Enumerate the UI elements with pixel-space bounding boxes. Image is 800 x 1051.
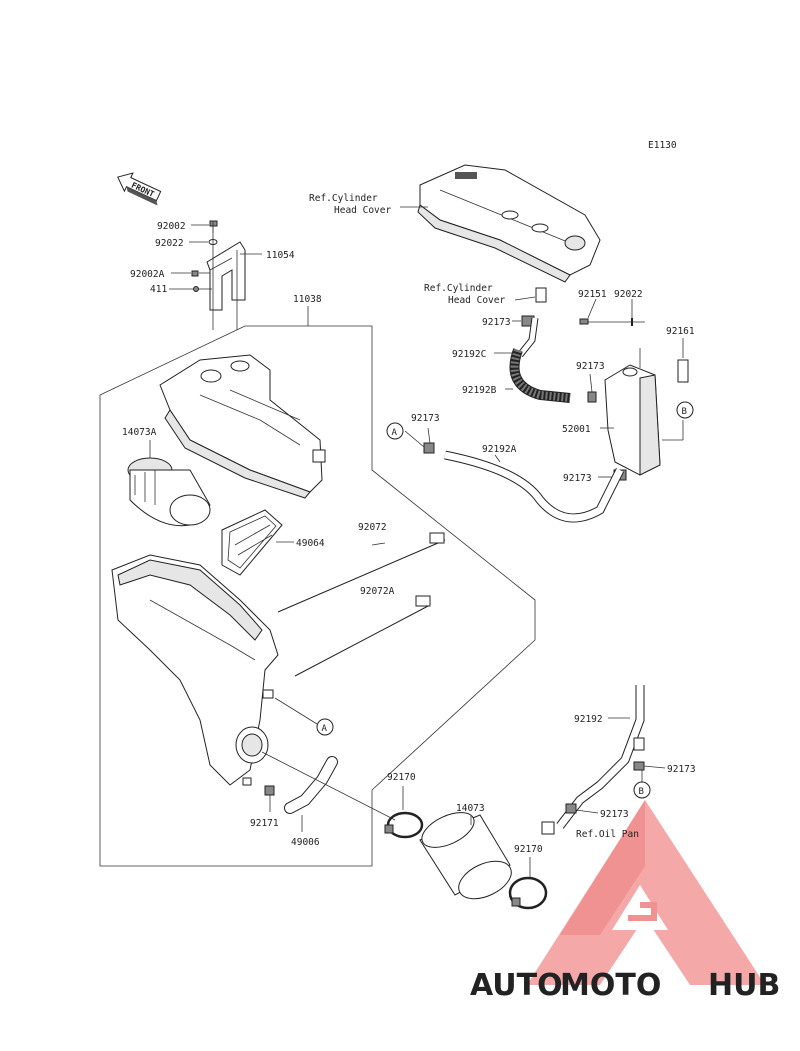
watermark-hub: HUB — [708, 968, 780, 1003]
label-92002A: 92002A — [130, 269, 165, 280]
clip-92171 — [264, 785, 275, 796]
clamp-92170-b — [508, 876, 548, 910]
front-arrow-icon: FRONT — [117, 172, 162, 206]
label-92173-c: 92173 — [411, 413, 440, 424]
separator-tank-52001 — [604, 348, 661, 476]
svg-text:B: B — [682, 407, 687, 417]
label-92173-e: 92173 — [667, 764, 696, 775]
grommet-92161 — [677, 359, 689, 383]
ref-cylinder-head-cover-2-line1: Ref.Cylinder — [424, 283, 493, 294]
band-92072 — [277, 532, 446, 613]
marker-b-lower: B — [633, 781, 651, 799]
label-92170-a: 92170 — [387, 772, 416, 783]
clip-92173-f — [565, 803, 577, 814]
hose-92192B — [509, 348, 571, 403]
ref-cylinder-head-cover-1-line1: Ref.Cylinder — [309, 193, 378, 204]
label-92072A: 92072A — [360, 586, 395, 597]
bolt-92002A — [191, 270, 199, 277]
label-92173-a: 92173 — [482, 317, 511, 328]
label-92192: 92192 — [574, 714, 603, 725]
watermark-triangle-icon — [527, 800, 765, 985]
clip-92173-b — [587, 391, 597, 403]
bracket-11054 — [206, 241, 246, 311]
label-49064: 49064 — [296, 538, 325, 549]
air-cleaner-upper-case — [159, 354, 326, 499]
label-92173-b: 92173 — [576, 361, 605, 372]
bolt-92002 — [209, 220, 218, 233]
hose-92192 — [556, 685, 645, 829]
clip-92173-c — [423, 442, 435, 454]
cylinder-head-cover — [417, 164, 601, 283]
label-52001: 52001 — [562, 424, 591, 435]
svg-text:B: B — [639, 787, 644, 797]
filter-element-14073A — [127, 457, 211, 527]
gasket-49064 — [221, 509, 283, 576]
label-14073A: 14073A — [122, 427, 157, 438]
assembly-outline-11038 — [99, 325, 536, 867]
diagram-code: E1130 — [648, 140, 677, 151]
ref-oil-pan: Ref.Oil Pan — [576, 829, 639, 840]
label-92022-right: 92022 — [614, 289, 643, 300]
label-92161: 92161 — [666, 326, 695, 337]
label-49006: 49006 — [291, 837, 320, 848]
clip-92173-e — [633, 761, 645, 771]
label-92171: 92171 — [250, 818, 279, 829]
label-92192C: 92192C — [452, 349, 486, 360]
watermark-logo — [527, 800, 765, 985]
marker-a-lower: A — [274, 697, 334, 736]
svg-text:A: A — [322, 724, 328, 734]
marker-b-top: B — [676, 401, 694, 419]
label-92002: 92002 — [157, 221, 186, 232]
svg-text:A: A — [392, 428, 398, 438]
duct-14073 — [419, 812, 512, 900]
label-11038: 11038 — [293, 294, 322, 305]
ref-cylinder-head-cover-1-line2: Head Cover — [334, 205, 391, 216]
label-92173-f: 92173 — [600, 809, 629, 820]
label-92072: 92072 — [358, 522, 387, 533]
clamp-92170-a — [384, 811, 424, 839]
air-cleaner-lower-case — [111, 554, 279, 786]
label-11054: 11054 — [266, 250, 295, 261]
label-92173-d: 92173 — [563, 473, 592, 484]
hose-49006 — [284, 756, 338, 814]
label-92151: 92151 — [578, 289, 607, 300]
ref-cylinder-head-cover-2-line2: Head Cover — [448, 295, 505, 306]
label-411: 411 — [150, 284, 167, 295]
label-92022: 92022 — [155, 238, 184, 249]
bolt-92151 — [579, 318, 589, 325]
watermark-auto: AUTO — [470, 968, 563, 1003]
label-92170-b: 92170 — [514, 844, 543, 855]
marker-a-top: A — [386, 422, 404, 440]
nut-411 — [193, 286, 199, 292]
label-14073: 14073 — [456, 803, 485, 814]
watermark-moto: MOTO — [560, 968, 661, 1003]
oil-pan-fitting — [541, 821, 555, 835]
label-92192B: 92192B — [462, 385, 497, 396]
hose-92192A — [444, 450, 625, 523]
label-92192A: 92192A — [482, 444, 517, 455]
fitting-top — [535, 287, 547, 303]
band-92072A — [294, 595, 431, 677]
